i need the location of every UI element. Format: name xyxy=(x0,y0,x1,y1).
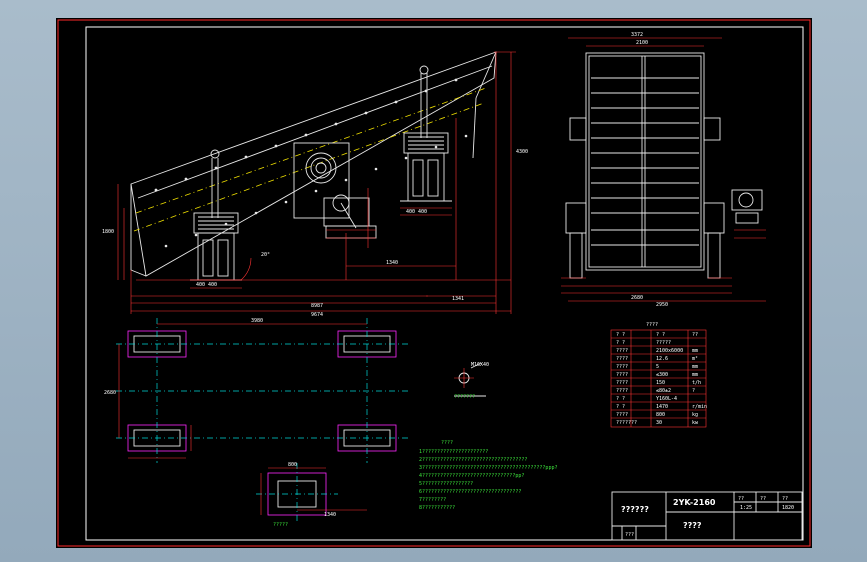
param-unit: ? xyxy=(692,388,695,394)
param-name: ? ? xyxy=(616,396,625,402)
param-name: ??????? xyxy=(616,420,637,426)
dim-text: 800 xyxy=(288,462,297,468)
param-unit: t/h xyxy=(692,380,701,386)
dim-text: 9674 xyxy=(311,312,323,318)
dim-text: 1340 xyxy=(386,260,398,266)
dimension-labels: 8987 9674 1341 1340 20° 4300 1800 400 40… xyxy=(102,32,668,518)
dim-text: 2680 xyxy=(104,390,116,396)
param-value: ≤80±2 xyxy=(656,388,671,394)
param-value: ? ? xyxy=(656,332,665,338)
param-value: 5 xyxy=(656,364,659,370)
dim-text: 20° xyxy=(261,252,270,258)
dim-text: 8987 xyxy=(311,303,323,309)
param-value: 150 xyxy=(656,380,665,386)
inner-border xyxy=(85,26,804,541)
param-name: ? ? xyxy=(616,404,625,410)
plan-view xyxy=(116,318,486,523)
param-name: ???? xyxy=(616,348,628,354)
param-name: ???? xyxy=(616,388,628,394)
pin-detail-label: ??????? xyxy=(454,394,475,400)
drawing-name: ???? xyxy=(683,521,702,530)
parameter-table: ???? ? ? ? ? ?? ? ? ????? ???? 2100x6000… xyxy=(610,322,707,428)
outer-border xyxy=(57,19,811,547)
scale-label: ?? xyxy=(738,496,744,502)
dim-text: 400 400 xyxy=(196,282,217,288)
param-unit: kg xyxy=(692,412,698,418)
weight-label: ?? xyxy=(782,496,788,502)
note-line: 4???????????????????????????????pp? xyxy=(419,473,524,479)
param-value: 2100x6000 xyxy=(656,348,683,354)
note-line: 7???????? xyxy=(419,497,446,503)
drawing-sheet[interactable]: ???? 1?????????????????????? 2??????????… xyxy=(56,18,812,548)
param-unit: m² xyxy=(692,356,698,362)
param-unit: ?? xyxy=(692,332,698,338)
pin-size-label: M16X40 xyxy=(471,362,489,368)
dim-text: 4300 xyxy=(516,149,528,155)
param-unit: mm xyxy=(692,372,698,378)
company-name: ?????? xyxy=(621,505,649,514)
param-value: ≤300 xyxy=(656,372,668,378)
param-unit: r/min xyxy=(692,404,707,410)
param-name: ???? xyxy=(616,412,628,418)
param-unit: kw xyxy=(692,420,699,426)
dim-text: 2950 xyxy=(656,302,668,308)
param-unit: mm xyxy=(692,348,698,354)
weight-value: 1820 xyxy=(782,505,794,511)
param-name: ? ? xyxy=(616,340,625,346)
notes-title: ???? xyxy=(441,440,453,446)
drawing-canvas: ???? 1?????????????????????? 2??????????… xyxy=(57,19,811,547)
side-view xyxy=(117,51,516,314)
end-view xyxy=(561,37,766,302)
scale-value: 1:25 xyxy=(740,505,752,511)
note-line: 8??????????? xyxy=(419,505,455,511)
technical-notes: ???? 1?????????????????????? 2??????????… xyxy=(273,362,557,528)
param-value: 30 xyxy=(656,420,662,426)
param-value: Y160L-4 xyxy=(656,396,677,402)
param-name: ???? xyxy=(616,356,628,362)
param-value: 800 xyxy=(656,412,665,418)
dim-text: 400 400 xyxy=(406,209,427,215)
param-name: ? ? xyxy=(616,332,625,338)
sheet-label: ?? xyxy=(760,496,766,502)
revision-value: ??? xyxy=(625,532,634,538)
note-line: 1?????????????????????? xyxy=(419,449,488,455)
model-number: 2YK-2160 xyxy=(673,498,716,507)
param-name: ???? xyxy=(616,380,628,386)
dim-text: 1800 xyxy=(102,229,114,235)
note-line: 6????????????????????????????????? xyxy=(419,489,521,495)
dim-text: 3980 xyxy=(251,318,263,324)
motor-foundation-label: ????? xyxy=(273,522,288,528)
param-value: 12.6 xyxy=(656,356,668,362)
param-name: ???? xyxy=(616,364,628,370)
title-block: ?????? 2YK-2160 ???? ?? ?? ?? 1:25 1820 … xyxy=(611,491,803,541)
param-value: 1470 xyxy=(656,404,668,410)
dim-text: 2680 xyxy=(631,295,643,301)
dim-text: 2100 xyxy=(636,40,648,46)
param-unit: mm xyxy=(692,364,698,370)
param-value: ????? xyxy=(656,340,671,346)
dim-text: 1340 xyxy=(324,512,336,518)
note-line: 5????????????????? xyxy=(419,481,473,487)
param-name: ???? xyxy=(616,372,628,378)
dim-text: 1341 xyxy=(452,296,464,302)
param-table-title: ???? xyxy=(646,322,658,328)
note-line: 2??????????????????????????????????? xyxy=(419,457,527,463)
note-line: 3???????????????????????????????????????… xyxy=(419,465,557,471)
dim-text: 3372 xyxy=(631,32,643,38)
